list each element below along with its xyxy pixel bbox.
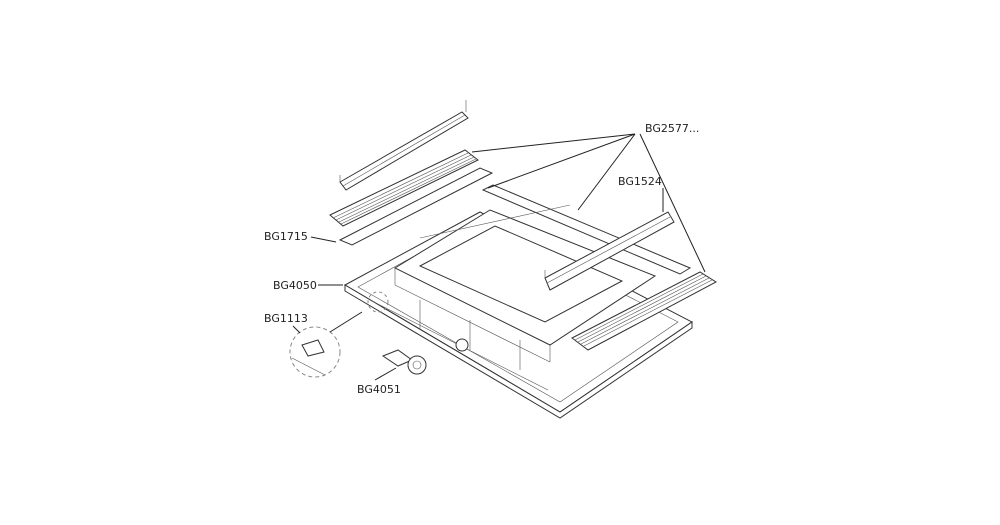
label-bg1113: BG1113	[264, 312, 308, 325]
label-bg2577: BG2577...	[645, 122, 699, 135]
right-corrugated-bar	[571, 271, 717, 351]
label-bg4051: BG4051	[357, 383, 401, 396]
leader-lines	[292, 133, 706, 381]
right-bracket	[544, 211, 675, 291]
left-bracket	[339, 100, 469, 191]
detail-circle	[289, 326, 341, 378]
base-frame	[343, 209, 693, 419]
label-bg1524: BG1524	[618, 175, 662, 188]
label-bg1715: BG1715	[264, 230, 308, 243]
left-corrugated-bar	[329, 149, 479, 227]
label-bg4050: BG4050	[273, 279, 317, 292]
key-part	[381, 349, 427, 375]
